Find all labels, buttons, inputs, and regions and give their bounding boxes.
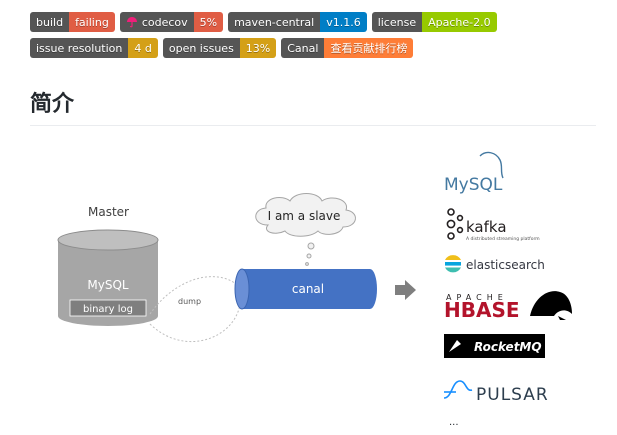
codecov-umbrella-icon: [126, 17, 137, 28]
badge-label: open issues: [162, 38, 240, 58]
binlog-label: binary log: [83, 304, 133, 315]
license-badge[interactable]: license Apache-2.0: [371, 12, 497, 32]
canal-contributors-badge[interactable]: Canal 查看贡献排行榜: [281, 38, 414, 58]
badge-label: issue resolution: [30, 38, 129, 58]
orca-tail: [558, 316, 566, 320]
canal-label: canal: [292, 282, 324, 296]
badge-row-secondary: issue resolution 4 d open issues 13% Can…: [30, 38, 414, 58]
badge-value: 5%: [193, 12, 224, 32]
badge-label: license: [371, 12, 423, 32]
badge-value: Apache-2.0: [422, 12, 497, 32]
dump-label: dump: [178, 297, 201, 306]
badge-row-primary: build failing codecov 5% maven-central v…: [30, 12, 497, 32]
binlog-box: [69, 299, 147, 317]
rocket-icon: [449, 340, 461, 352]
kafka-nodes-icon: [446, 208, 464, 240]
target-hbase-logo: APACHE HBASE: [444, 291, 572, 322]
badge-value: 13%: [239, 38, 277, 58]
arrow-right-icon: [395, 280, 416, 300]
badge-label: codecov: [141, 15, 188, 29]
target-pulsar-text: PULSAR: [476, 385, 549, 405]
kafka-tagline: A distributed streaming platform: [466, 236, 540, 242]
badge-label-wrap: codecov: [119, 12, 194, 32]
target-elasticsearch-logo: elasticsearch: [445, 255, 545, 273]
badge-label: maven-central: [228, 12, 321, 32]
master-label: Master: [88, 205, 129, 219]
architecture-diagram: Master MySQL binary log dump I am a slav…: [57, 151, 572, 428]
mysql-label: MySQL: [87, 278, 129, 292]
badge-label: Canal: [281, 38, 325, 58]
badge-value: 4 d: [128, 38, 158, 58]
badge-label: build: [30, 12, 70, 32]
target-elasticsearch-text: elasticsearch: [466, 258, 545, 272]
target-mysql-logo: MySQL: [444, 151, 504, 195]
target-rocketmq-text: RocketMQ: [474, 340, 542, 354]
open-issues-badge[interactable]: open issues 13%: [162, 38, 277, 58]
orca-icon: [530, 291, 572, 316]
target-kafka-logo: kafka A distributed streaming platform: [446, 208, 540, 242]
badge-value: v1.1.6: [320, 12, 367, 32]
badge-value: 查看贡献排行榜: [324, 38, 414, 58]
build-badge[interactable]: build failing: [30, 12, 115, 32]
target-kafka-text: kafka: [466, 218, 507, 236]
issue-resolution-badge[interactable]: issue resolution 4 d: [30, 38, 158, 58]
badge-value: failing: [69, 12, 115, 32]
target-rocketmq-logo: RocketMQ: [444, 334, 545, 358]
thought-cloud-icon: [255, 193, 356, 266]
target-hbase-text: HBASE: [444, 298, 520, 322]
canal-cylinder-icon: [234, 268, 377, 310]
pulsar-wave-icon: [443, 380, 473, 399]
dump-flow-arrows: [149, 276, 241, 342]
maven-central-badge[interactable]: maven-central v1.1.6: [228, 12, 367, 32]
target-pulsar-logo: PULSAR: [443, 380, 549, 405]
cloud-text: I am a slave: [268, 209, 341, 223]
dolphin-icon: [479, 151, 504, 179]
elasticsearch-icon: [445, 255, 461, 273]
target-mysql-text: MySQL: [444, 175, 503, 195]
section-heading: 简介: [30, 86, 596, 126]
codecov-badge[interactable]: codecov 5%: [119, 12, 224, 32]
more-targets-ellipsis: ...: [449, 417, 459, 428]
hbase-apache-text: APACHE: [446, 293, 508, 302]
